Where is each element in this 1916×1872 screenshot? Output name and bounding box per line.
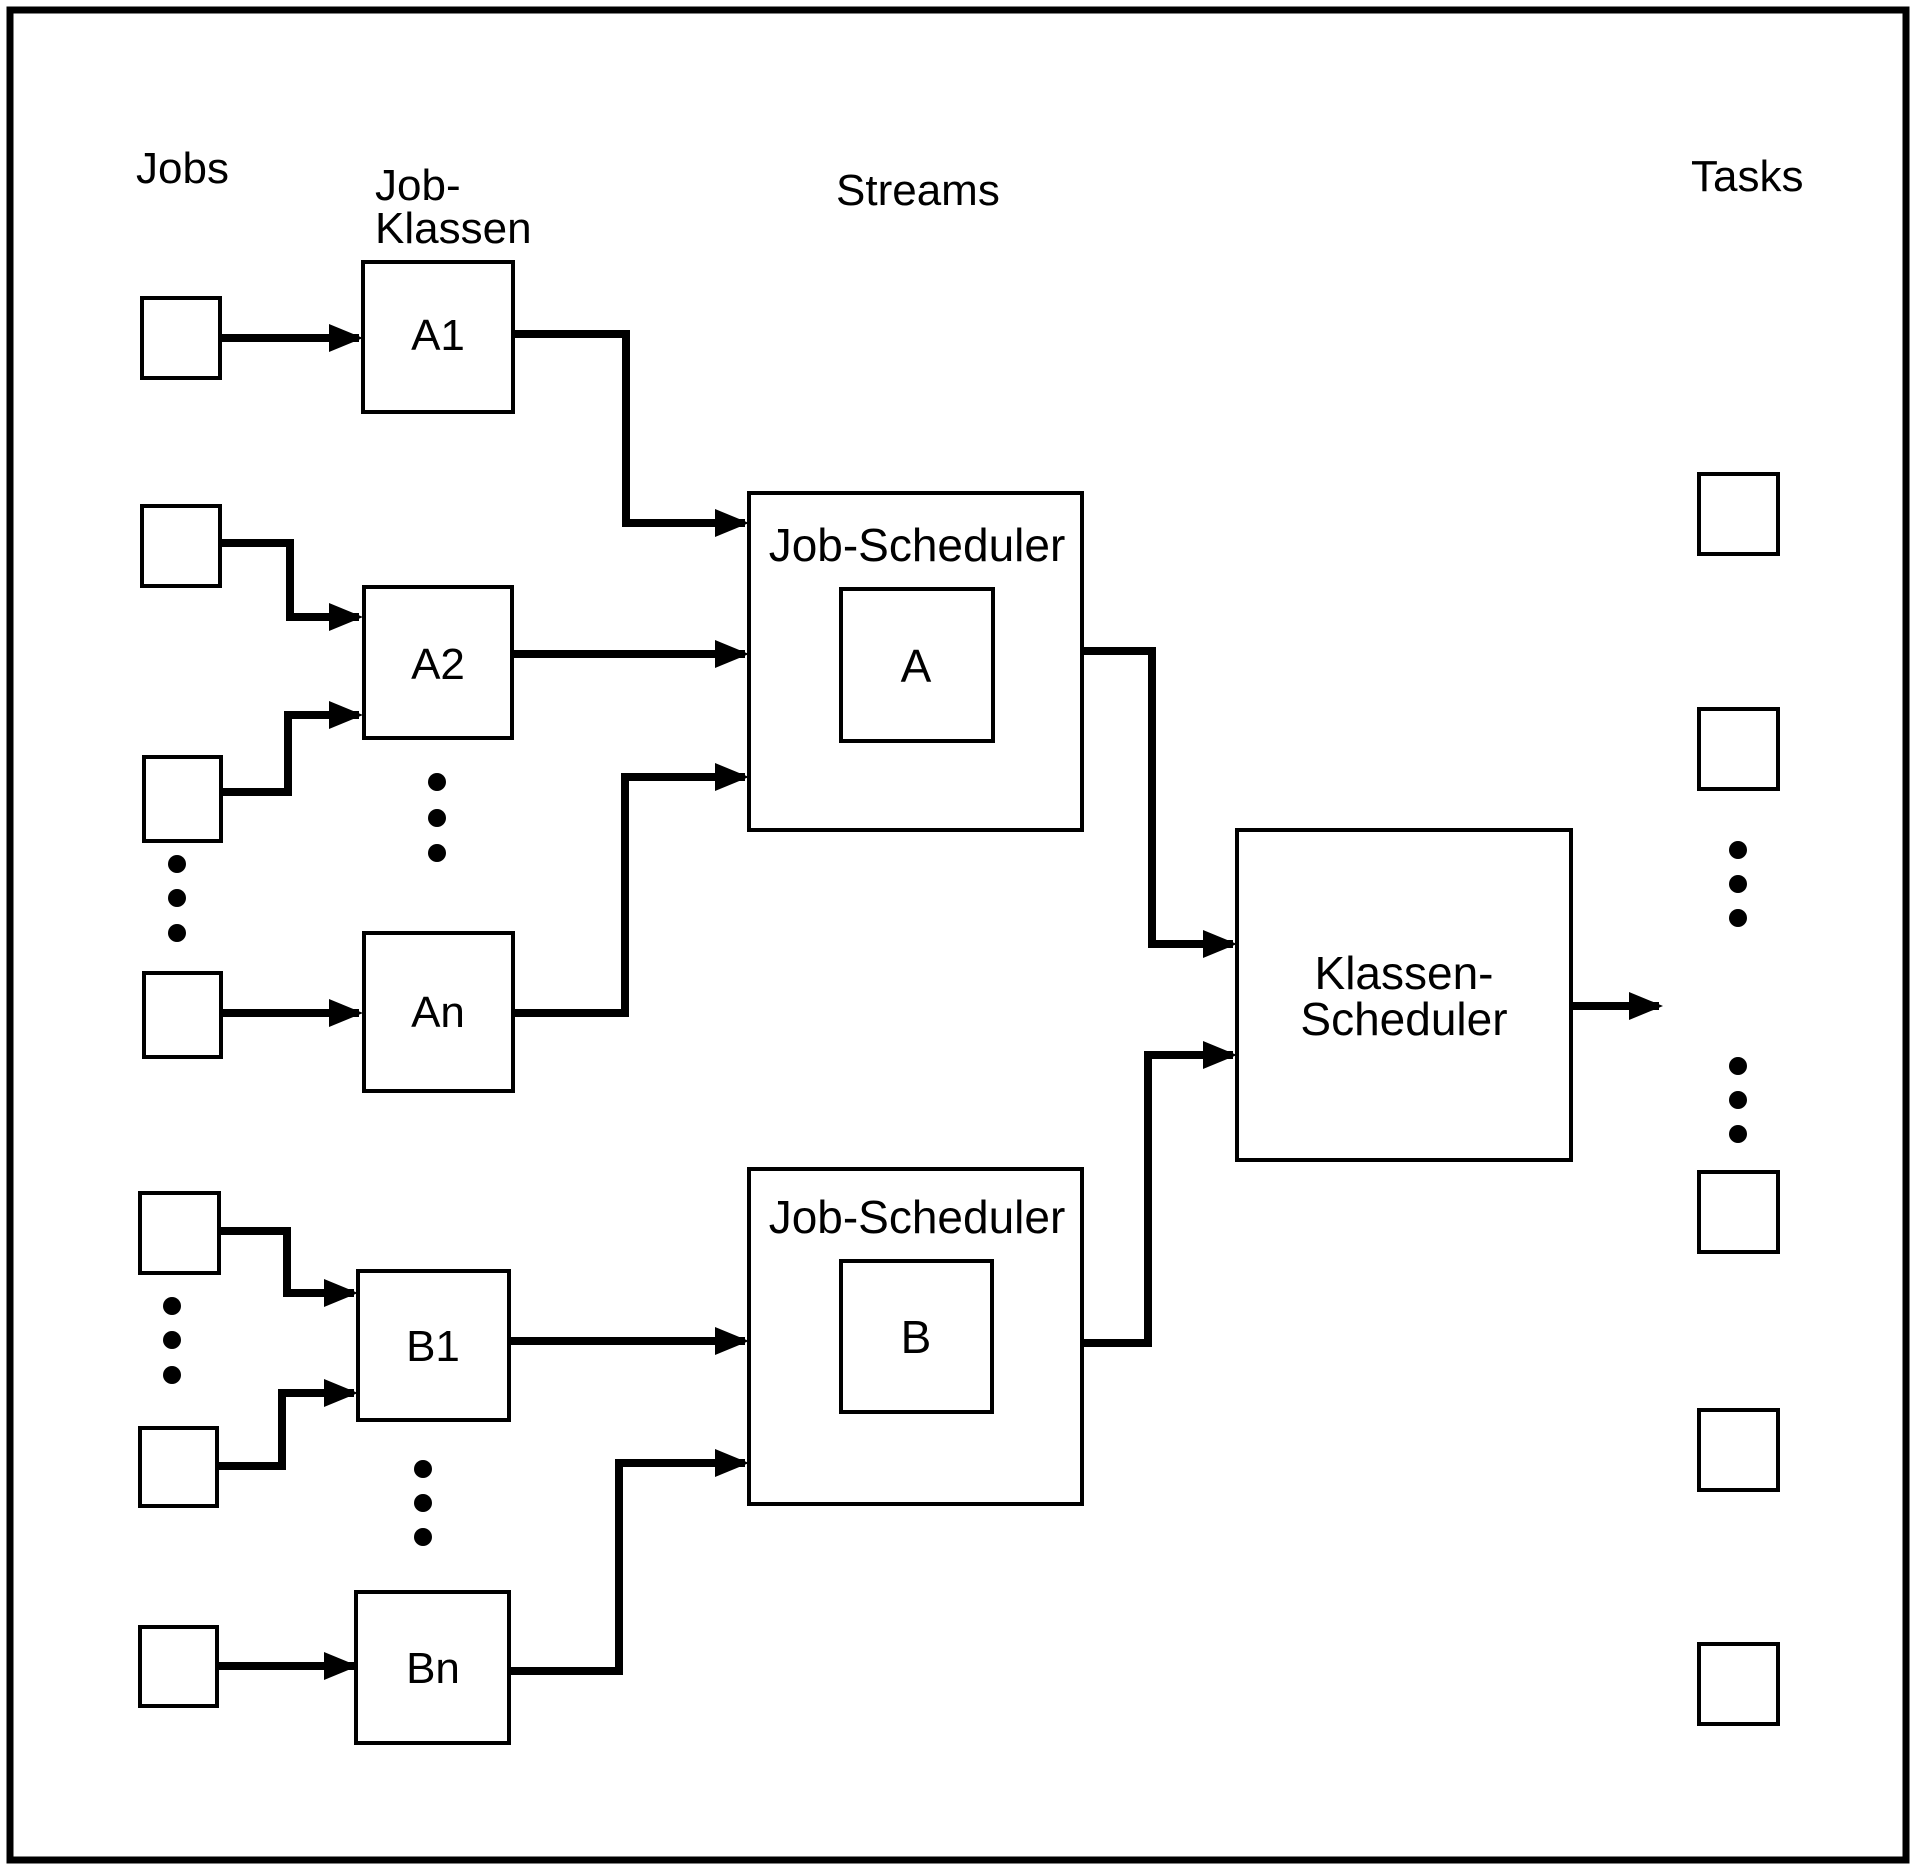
task-square — [1697, 1408, 1780, 1492]
dot — [1729, 875, 1747, 893]
connector-an-scheduler-a — [513, 763, 749, 1017]
dot — [168, 855, 186, 873]
job-square — [140, 504, 222, 588]
job-class-box-an — [362, 931, 515, 1093]
ellipsis-dots — [414, 1460, 432, 1546]
job-square — [142, 971, 223, 1059]
column-label-job-klassen-line2: Klassen — [375, 204, 532, 253]
klassen-scheduler-label-line1: Klassen- — [1315, 947, 1494, 999]
job-square — [140, 296, 222, 380]
dot — [168, 924, 186, 942]
ellipsis-dots — [168, 855, 186, 942]
connector-job5-b1 — [219, 1227, 358, 1307]
job-square — [138, 1191, 221, 1275]
job-square — [142, 755, 223, 843]
dot — [163, 1366, 181, 1384]
ellipsis-dots — [428, 773, 446, 862]
job-class-box-bn — [354, 1590, 511, 1745]
task-square — [1697, 472, 1780, 556]
dot — [168, 889, 186, 907]
job-scheduler-a-title: Job-Scheduler — [769, 519, 1066, 571]
dot — [414, 1494, 432, 1512]
connector-bn-scheduler-b — [509, 1449, 749, 1675]
diagram-border — [6, 6, 1910, 1864]
job-class-label-bn: Bn — [406, 1644, 460, 1693]
task-square — [1697, 707, 1780, 791]
dot — [163, 1297, 181, 1315]
connector-scheduler-a-klassen — [1082, 647, 1237, 958]
column-label-jobs: Jobs — [136, 144, 229, 193]
job-class-label-an: An — [411, 988, 465, 1037]
task-square — [1697, 1642, 1780, 1726]
task-square — [1697, 1170, 1780, 1254]
klassen-scheduler-box — [1235, 828, 1573, 1162]
job-scheduler-b-box — [747, 1167, 1084, 1506]
job-scheduler-b-title: Job-Scheduler — [769, 1191, 1066, 1243]
dot — [1729, 841, 1747, 859]
connector-scheduler-b-klassen — [1082, 1041, 1237, 1347]
job-class-box-b1 — [356, 1269, 511, 1422]
job-square — [138, 1625, 219, 1708]
dot — [428, 773, 446, 791]
dot — [428, 809, 446, 827]
dot — [414, 1528, 432, 1546]
job-class-box-a2 — [362, 585, 514, 740]
dot — [1729, 1125, 1747, 1143]
connector-job3-a2 — [221, 701, 363, 796]
connector-a1-scheduler-a — [513, 330, 749, 537]
stream-b-box — [839, 1259, 994, 1414]
dot — [414, 1460, 432, 1478]
dot — [428, 844, 446, 862]
column-label-job-klassen-line1: Job- — [375, 161, 461, 210]
klassen-scheduler-label-line2: Scheduler — [1300, 993, 1507, 1045]
dot — [1729, 1091, 1747, 1109]
job-square — [138, 1426, 219, 1508]
column-label-streams: Streams — [836, 166, 1000, 215]
stream-a-label: A — [901, 640, 932, 692]
dot — [1729, 1057, 1747, 1075]
ellipsis-dots — [1729, 1057, 1747, 1143]
ellipsis-dots — [163, 1297, 181, 1384]
connector-job6-b1 — [217, 1379, 358, 1470]
job-class-label-b1: B1 — [406, 1322, 460, 1371]
job-class-label-a2: A2 — [411, 640, 465, 689]
ellipsis-dots — [1729, 841, 1747, 927]
dot — [163, 1331, 181, 1349]
column-label-tasks: Tasks — [1691, 152, 1803, 201]
stream-a-box — [839, 587, 995, 743]
connector-job2-a2 — [220, 539, 363, 631]
dot — [1729, 909, 1747, 927]
job-class-box-a1 — [361, 260, 515, 414]
stream-b-label: B — [901, 1311, 932, 1363]
job-class-label-a1: A1 — [411, 311, 465, 360]
